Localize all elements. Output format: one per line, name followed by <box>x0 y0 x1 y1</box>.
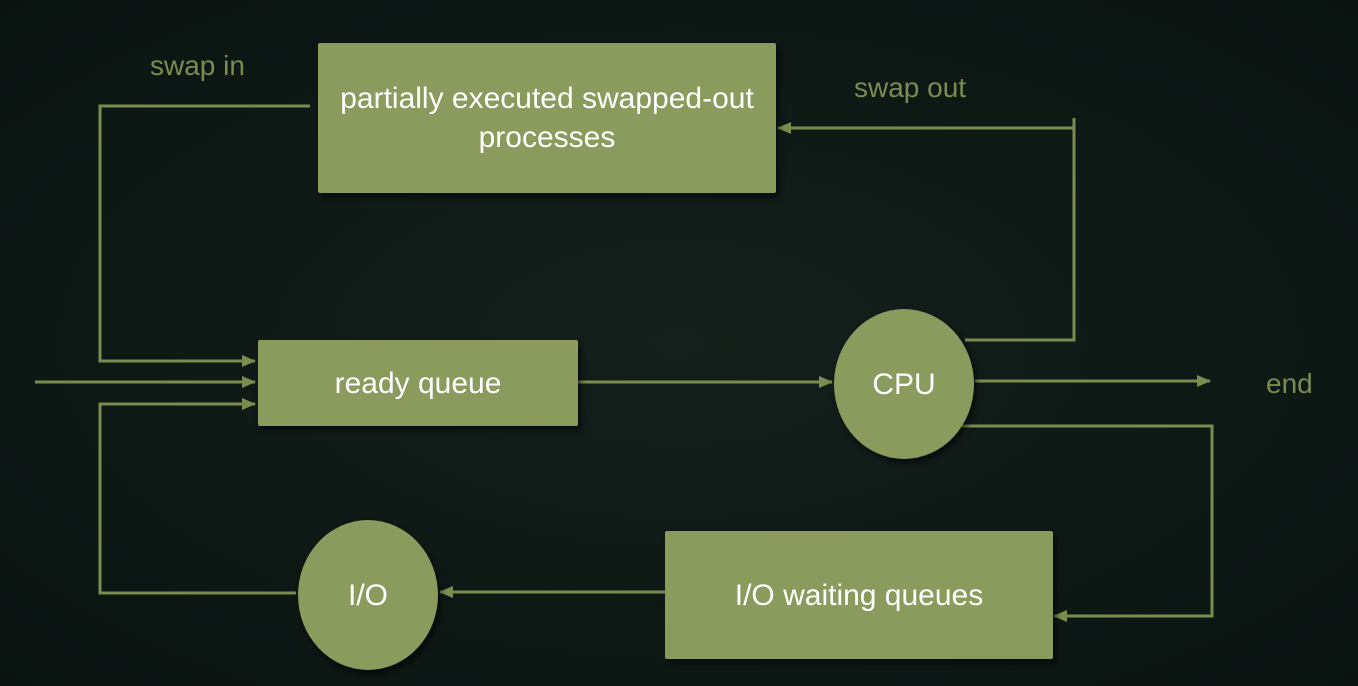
ready-queue-label: ready queue <box>334 366 502 400</box>
io-circle: I/O <box>298 520 438 670</box>
swap-in-arrow <box>98 104 310 367</box>
cpu-to-io-waiting-arrow <box>962 424 1214 622</box>
swap-out-arrow <box>777 122 1076 342</box>
end-label: end <box>1266 368 1313 399</box>
io-return-arrow <box>98 398 296 595</box>
cpu-circle: CPU <box>834 309 974 459</box>
swapped-out-processes-box: partially executed swapped-out processes <box>318 43 776 193</box>
swapped-out-processes-label: partially executed swapped-out processes <box>340 82 754 154</box>
swap-out-label: swap out <box>854 72 967 103</box>
cpu-label: CPU <box>872 367 936 401</box>
io-label: I/O <box>347 578 388 612</box>
io-waiting-queues-box: I/O waiting queues <box>665 531 1053 659</box>
io-waiting-queues-label: I/O waiting queues <box>734 578 984 612</box>
swap-in-label: swap in <box>150 50 245 81</box>
ready-queue-box: ready queue <box>258 340 578 426</box>
